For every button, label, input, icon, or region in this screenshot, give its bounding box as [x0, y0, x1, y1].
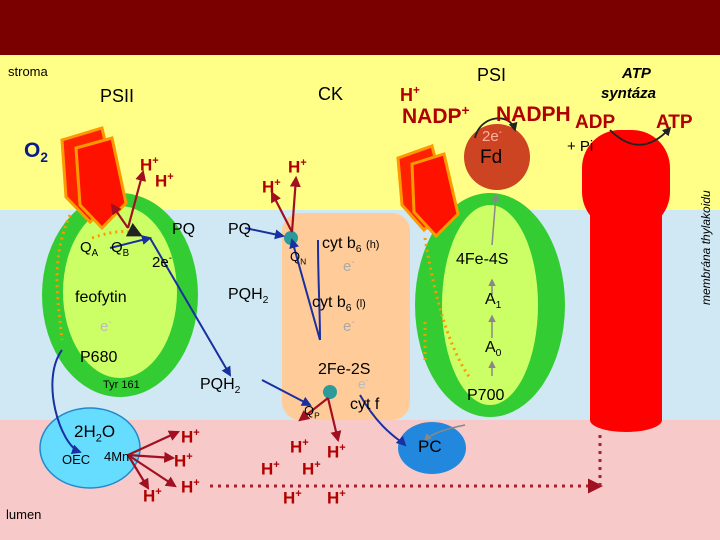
nadph-label: NADPH — [496, 103, 571, 126]
atp-label: ATP — [656, 112, 693, 133]
qp-site — [323, 385, 337, 399]
plastocyanin — [398, 422, 466, 474]
tyr-label: Tyr 161 — [103, 379, 140, 391]
top-banner — [0, 0, 720, 55]
mn-label: 4Mn — [104, 449, 130, 464]
atp-synthase-base — [590, 408, 662, 432]
h-plus: H+ — [261, 459, 280, 479]
membrane-label: membrána thylakoidu — [699, 190, 713, 305]
oec-complex — [39, 407, 141, 489]
h-plus: H+ — [327, 488, 346, 508]
fd-label: Fd — [480, 147, 503, 168]
o2-label: O2 — [24, 139, 48, 166]
pqh2-label-mid: PQH2 — [228, 286, 269, 307]
atp-synthase-head — [582, 130, 670, 230]
excitation-arrows — [55, 214, 472, 379]
h-plus: H+ — [400, 84, 420, 105]
water-label: 2H2O — [74, 422, 116, 445]
a1-label: A1 — [485, 291, 502, 312]
h-plus: H+ — [283, 488, 302, 508]
psii-2e-label: 2e- — [152, 253, 172, 271]
atp-synthase-stalk — [590, 210, 662, 420]
qn-site — [284, 231, 298, 245]
psii-e-label: e- — [100, 317, 112, 335]
p700-label: P700 — [467, 387, 505, 404]
electron-path — [51, 227, 407, 455]
qa-label: QA — [80, 239, 99, 259]
fe4s-label: 4Fe-4S — [456, 251, 509, 268]
p680-label: P680 — [80, 349, 118, 366]
atp-synthase-title-1: ATP — [622, 65, 651, 82]
h-plus: H+ — [181, 477, 200, 497]
a0-label: A0 — [485, 339, 502, 360]
qp-label: QP — [304, 403, 320, 421]
h-plus: H+ — [155, 171, 174, 191]
h-plus: H+ — [327, 442, 346, 462]
nadp-label: NADP+ — [402, 103, 470, 128]
pc-label: PC — [418, 437, 442, 456]
ck-title: CK — [318, 84, 344, 104]
cytb6l-label: cyt b6 (l) — [312, 294, 366, 315]
stroma-label: stroma — [8, 64, 48, 79]
cytochrome-complex — [282, 213, 410, 420]
psi-title: PSI — [477, 65, 507, 85]
pq-label-1: PQ — [172, 221, 196, 238]
h-plus: H+ — [290, 437, 309, 457]
pi-label: + Pi — [567, 138, 594, 155]
atp-synthase-title-2: syntáza — [601, 85, 657, 102]
h-plus: H+ — [262, 177, 281, 197]
cytf-label: cyt f — [350, 396, 380, 413]
psii-antenna — [60, 126, 128, 231]
h-plus: H+ — [174, 451, 193, 471]
psi-chain-arrows — [423, 193, 500, 442]
ck-e2-label: e- — [343, 317, 355, 335]
proton-arrows — [110, 169, 342, 490]
feofytin-label: feofytin — [75, 289, 127, 306]
ferredoxin — [464, 124, 530, 190]
h-plus: H+ — [140, 155, 159, 175]
pqh2-label-low: PQH2 — [200, 376, 241, 397]
qb-label: QB — [111, 239, 130, 259]
proton-flow — [210, 430, 603, 494]
qn-label: QN — [290, 249, 307, 267]
cytb6h-label: cyt b6 (h) — [322, 235, 380, 256]
ck-e1-label: e- — [343, 257, 355, 275]
psi-inner — [442, 205, 538, 405]
ck-e3-label: e- — [358, 375, 369, 392]
psii-title: PSII — [100, 86, 135, 106]
h-plus: H+ — [143, 486, 162, 506]
fes-label: 2Fe-2S — [318, 361, 371, 378]
pq-label-2: PQ — [228, 221, 252, 238]
adp-label: ADP — [575, 112, 616, 133]
h-plus: H+ — [302, 459, 321, 479]
h-plus: H+ — [288, 157, 307, 177]
psi-antenna — [396, 144, 460, 239]
fd-2e-label: 2e- — [482, 127, 502, 145]
lumen-label: lumen — [6, 507, 42, 522]
psii-inner — [63, 206, 177, 378]
oec-label: OEC — [62, 452, 91, 467]
reaction-arrows — [474, 117, 672, 146]
h-plus: H+ — [181, 427, 200, 447]
